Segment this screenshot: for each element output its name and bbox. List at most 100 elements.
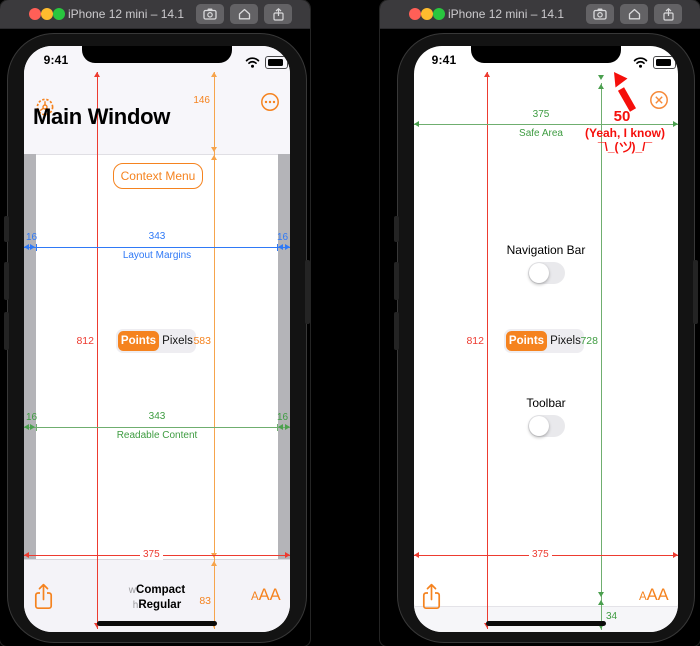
- titlebar[interactable]: iPhone 12 mini – 14.1: [0, 0, 310, 29]
- tick: [277, 244, 278, 251]
- volume-up-button: [394, 262, 399, 300]
- text-size-small-a: A: [639, 591, 647, 603]
- notch: [471, 46, 621, 63]
- close-circle-icon: [650, 91, 668, 109]
- window-title: iPhone 12 mini – 14.1: [68, 7, 185, 21]
- screenshot-button[interactable]: [586, 4, 614, 24]
- margin-width-value: 343: [148, 231, 166, 242]
- share-icon: [34, 583, 53, 610]
- status-time: 9:41: [43, 53, 69, 67]
- readable-left-value: 16: [25, 412, 38, 423]
- annotation-note: (Yeah, I know): [584, 126, 665, 140]
- save-screen-button[interactable]: [654, 4, 682, 24]
- close-window-button[interactable]: [409, 8, 421, 20]
- arrow-up: [93, 72, 100, 77]
- zoom-window-button[interactable]: [53, 8, 65, 20]
- minimize-window-button[interactable]: [421, 8, 433, 20]
- shrug-right: )_/¯: [631, 140, 653, 154]
- settings-gear-button[interactable]: [34, 95, 56, 124]
- arrow-up: [210, 72, 217, 77]
- arrow-right: [672, 120, 678, 127]
- bottom-toolbar: [24, 559, 290, 632]
- minimize-window-button[interactable]: [41, 8, 53, 20]
- height-measure-line: [97, 72, 98, 629]
- wifi-icon: [245, 55, 260, 73]
- shrug-face-icon: [619, 141, 631, 153]
- tick: [277, 424, 278, 431]
- gear-icon: [36, 98, 54, 116]
- status-time: 9:41: [431, 53, 457, 67]
- close-overlay-button[interactable]: [649, 90, 669, 115]
- toolbar-toggle-label: Toolbar: [526, 396, 566, 410]
- arrow-down: [597, 592, 604, 597]
- more-menu-button[interactable]: [260, 92, 280, 117]
- arrow-up: [597, 84, 604, 89]
- tick: [36, 424, 37, 431]
- zoom-window-button[interactable]: [433, 8, 445, 20]
- arrow-down: [597, 75, 604, 80]
- arrow-right: [672, 551, 678, 558]
- side-button: [693, 260, 698, 324]
- bottom-safe-area-band: [414, 606, 678, 632]
- annotation-arrow-icon: [614, 72, 637, 112]
- volume-down-button: [4, 312, 9, 350]
- arrow-left: [24, 423, 29, 430]
- height-class-value: Regular: [138, 599, 182, 611]
- navigation-bar-toggle-label: Navigation Bar: [506, 243, 586, 257]
- arrow-up: [210, 155, 217, 160]
- navigation-bar-toggle[interactable]: [528, 262, 565, 284]
- arrow-left: [24, 243, 29, 250]
- width-class-prefix: w: [128, 585, 137, 596]
- screen-height-label: 812: [76, 335, 94, 347]
- safe-area-label: Safe Area: [519, 128, 563, 139]
- safe-height-label: 728: [580, 335, 598, 347]
- home-indicator[interactable]: [97, 621, 217, 626]
- pixels-segment[interactable]: Pixels: [550, 335, 581, 347]
- screen-height-label: 812: [466, 335, 484, 347]
- navigation-bar: [24, 46, 290, 155]
- share-button[interactable]: [33, 583, 54, 616]
- screen-width-label: 375: [529, 549, 552, 560]
- pixels-segment[interactable]: Pixels: [162, 335, 193, 347]
- save-screen-button[interactable]: [264, 4, 292, 24]
- width-class-value: Compact: [136, 584, 186, 596]
- readable-width-value: 343: [148, 411, 166, 422]
- arrow-right: [284, 423, 290, 430]
- text-size-button[interactable]: AAA: [251, 586, 281, 605]
- layout-margins-line: [24, 247, 290, 248]
- home-indicator[interactable]: [486, 621, 606, 626]
- text-size-button[interactable]: AAA: [639, 586, 669, 605]
- arrow-right: [30, 423, 35, 430]
- share-up-icon: [272, 7, 284, 21]
- screenshot-button[interactable]: [196, 4, 224, 24]
- volume-up-button: [4, 262, 9, 300]
- home-button[interactable]: [230, 4, 258, 24]
- size-class-readout: wCompact hRegular: [97, 583, 217, 613]
- points-segment[interactable]: Points: [118, 331, 159, 351]
- side-button: [305, 260, 310, 324]
- content-height-label: 583: [193, 335, 211, 347]
- arrow-right: [30, 243, 35, 250]
- margin-right-value: 16: [276, 232, 289, 243]
- home-button[interactable]: [620, 4, 648, 24]
- context-menu-button[interactable]: Context Menu: [113, 163, 203, 189]
- share-button[interactable]: [421, 583, 442, 616]
- text-size-large-a: AA: [258, 586, 281, 604]
- units-segmented-control[interactable]: Points Pixels: [116, 329, 196, 353]
- bottom-inset-label: 34: [606, 611, 618, 622]
- mute-switch: [394, 216, 399, 242]
- shrug-left: ¯\_(: [597, 140, 619, 154]
- units-segmented-control[interactable]: Points Pixels: [504, 329, 584, 353]
- app-screen-main-window: 9:41 146 Main Window Context Menu 16 343…: [24, 46, 290, 632]
- top-inset-annotation-value: 50: [613, 108, 631, 125]
- arrow-left: [414, 551, 419, 558]
- close-window-button[interactable]: [29, 8, 41, 20]
- arrow-left: [414, 120, 419, 127]
- toolbar-toggle[interactable]: [528, 415, 565, 437]
- titlebar[interactable]: iPhone 12 mini – 14.1: [380, 0, 700, 29]
- simulator-window-safe-area: iPhone 12 mini – 14.1: [380, 0, 700, 646]
- share-up-icon: [662, 7, 674, 21]
- window-title: iPhone 12 mini – 14.1: [448, 7, 565, 21]
- points-segment[interactable]: Points: [506, 331, 547, 351]
